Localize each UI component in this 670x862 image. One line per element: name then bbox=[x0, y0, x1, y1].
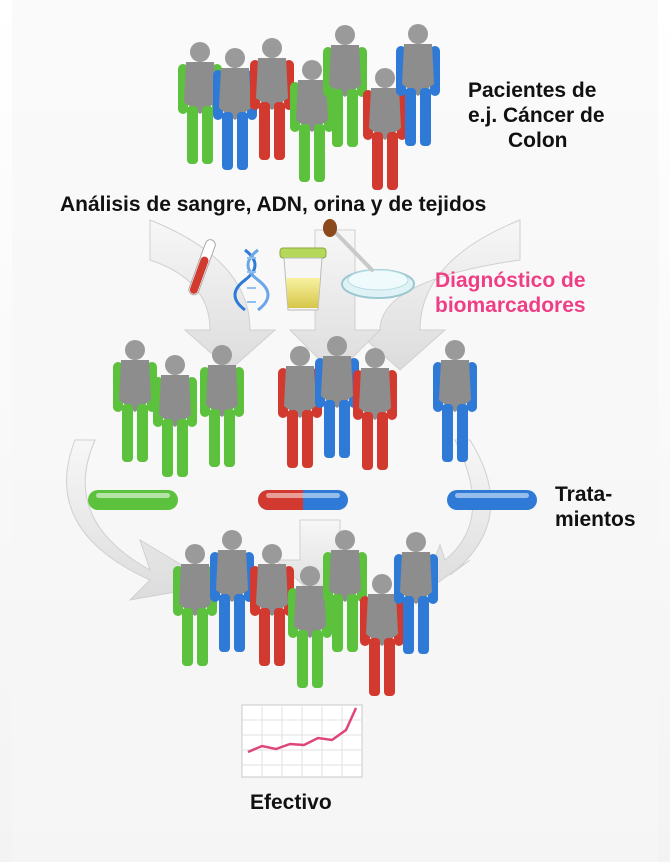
analysis-label: Análisis de sangre, ADN, orina y de teji… bbox=[60, 193, 487, 216]
chart-icon bbox=[241, 704, 363, 778]
patients-label: Pacientes de e.j. Cáncer de Colon bbox=[468, 78, 605, 154]
person-figure-middle-right-1 bbox=[433, 340, 477, 462]
petri-dish-icon bbox=[323, 219, 415, 299]
person-figure-bottom-6 bbox=[360, 574, 404, 696]
person-figure-bottom-7 bbox=[394, 532, 438, 654]
person-figure-middle-center-1 bbox=[278, 346, 322, 468]
treatments-label: Trata- mientos bbox=[555, 482, 636, 532]
person-figure-bottom-2 bbox=[210, 530, 254, 652]
person-figure-bottom-5 bbox=[323, 530, 367, 652]
treatments-label-line-1: Trata- bbox=[555, 483, 613, 506]
diagnosis-label-line-2: biomarcadores bbox=[435, 294, 586, 318]
person-figure-bottom-4 bbox=[288, 566, 332, 688]
green-pill bbox=[88, 490, 178, 510]
patients-label-line-2: e.j. Cáncer de bbox=[468, 104, 605, 128]
person-figure-top-2 bbox=[213, 48, 257, 170]
test-tube-icon bbox=[188, 239, 216, 296]
person-figure-top-6 bbox=[363, 68, 407, 190]
red-blue-pill bbox=[258, 490, 348, 510]
person-figure-middle-center-3 bbox=[353, 348, 397, 470]
urine-cup-icon bbox=[279, 247, 327, 311]
dna-icon bbox=[233, 248, 270, 312]
patients-label-line-1: Pacientes de bbox=[468, 79, 597, 102]
treatments-label-line-2: mientos bbox=[555, 508, 636, 532]
person-figure-top-4 bbox=[290, 60, 334, 182]
person-figure-top-7 bbox=[396, 24, 440, 146]
person-figure-middle-left-3 bbox=[200, 345, 244, 467]
diagnosis-label: Diagnóstico de biomarcadores bbox=[435, 268, 586, 318]
person-figure-top-3 bbox=[250, 38, 294, 160]
diagnosis-label-line-1: Diagnóstico de bbox=[435, 269, 586, 292]
person-figure-top-5 bbox=[323, 25, 367, 147]
blue-pill bbox=[447, 490, 537, 510]
patients-label-line-3: Colon bbox=[508, 129, 568, 153]
person-figure-middle-left-2 bbox=[153, 355, 197, 477]
effective-label: Efectivo bbox=[250, 791, 332, 814]
